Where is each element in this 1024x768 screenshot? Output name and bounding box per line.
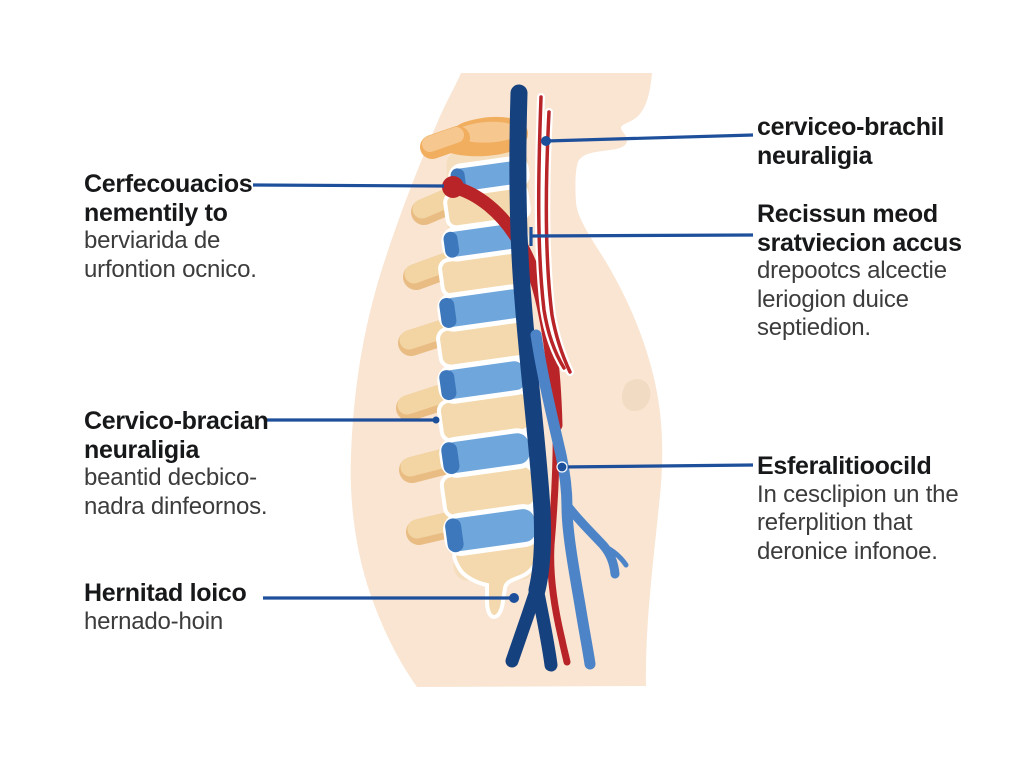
leader-dot-right-3 [556,461,568,473]
nerve-root-red [442,176,571,666]
label-title-line: cerviceo-brachil [757,113,944,141]
leader-lines [252,133,754,600]
label-title-line: sratviecion accus [757,228,962,257]
label-body-line: deronice infonoe. [757,537,938,565]
belly-shade-patch [621,379,651,412]
label-right-3: Esferalitioocild In cesclipion un the re… [757,452,959,566]
label-title-line: nementily to [84,198,228,227]
leader-line-left-1 [252,183,445,188]
label-body-line: hernado-hoin [84,607,224,635]
label-left-2: Cervico-bracian neuraligia beantid decbi… [84,407,269,521]
label-body-line: referplition that [757,509,913,536]
leader-dot-left-2 [432,416,440,424]
label-body-line: nadra dinfeornos. [84,492,268,520]
label-body-line: urfontion ocnico. [84,255,257,283]
label-left-3: Hernitad loico hernado-hoin [84,579,247,636]
disc-edge-shading [439,168,466,553]
label-right-2: Recissun meod sratviecion accus drepootc… [757,200,962,343]
label-title-line: Cervico-bracian [84,407,269,435]
label-title-line: Esferalitioocild [757,452,932,480]
label-body-line: drepootcs alcectie [757,257,947,284]
vein-blue-branching [530,329,629,670]
label-title-line: Cerfecouacios [84,170,253,198]
label-body-line: septiedion. [757,314,871,341]
leader-line-right-2 [530,233,754,238]
leader-line-right-3 [561,463,754,469]
leader-line-right-1 [545,133,754,143]
label-right-1: cerviceo-brachil neuraligia [757,113,944,170]
label-body-line: berviarida de [84,227,221,254]
label-title-line: Hernitad loico [84,579,247,607]
cervical-vertebra-orange [420,116,528,159]
label-title-line: Recissun meod [757,200,938,228]
label-title-line: neuraligia [757,141,873,170]
nerve-root-origin [442,176,464,198]
spinal-cord [505,84,558,672]
label-body-line: In cesclipion un the [757,480,959,508]
label-title-line: neuraligia [84,435,200,464]
leader-dots [432,136,568,603]
artery-thin-lines [534,93,574,376]
leader-dot-left-3 [509,593,519,603]
leader-dot-right-1 [541,136,551,146]
label-body-line: leriogion duice [757,285,909,313]
label-body-line: beantid decbico- [84,464,257,491]
label-left-1: Cerfecouacios nementily to berviarida de… [84,170,257,284]
